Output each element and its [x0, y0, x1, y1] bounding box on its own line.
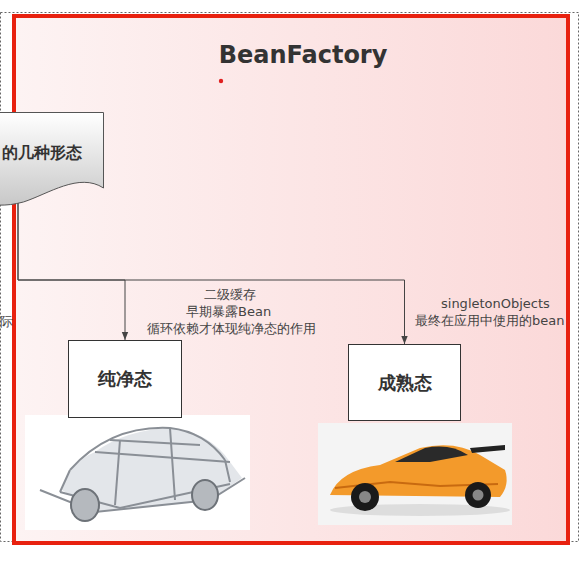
diagram-title: BeanFactory — [16, 40, 566, 70]
red-dot — [219, 79, 223, 83]
region-ground — [16, 18, 566, 541]
state-box: 成熟态 — [348, 344, 461, 421]
factory-region: BeanFactory 纯净态 成熟态 — [12, 14, 570, 545]
note-text: 际 — [0, 314, 13, 329]
note-text: 最终在应用中使用的bean — [415, 313, 564, 328]
document-shape: 的几种形态 — [0, 112, 104, 206]
tree-connector — [18, 203, 125, 340]
shape-label: 的几种形态 — [2, 143, 82, 164]
state-box: 纯净态 — [68, 340, 182, 418]
note-text: 早期暴露Bean — [186, 304, 271, 319]
note-text: 二级缓存 — [204, 287, 256, 302]
note-text: 循环依赖才体现纯净态的作用 — [147, 321, 316, 336]
sports-car-picture — [318, 423, 512, 525]
state-label: 纯净态 — [98, 367, 152, 391]
state-label: 成熟态 — [378, 371, 432, 395]
tree-connector — [18, 203, 405, 344]
dotted-frame — [1, 13, 579, 542]
note-text: singletonObjects — [441, 296, 550, 311]
chassis-picture — [25, 415, 250, 530]
